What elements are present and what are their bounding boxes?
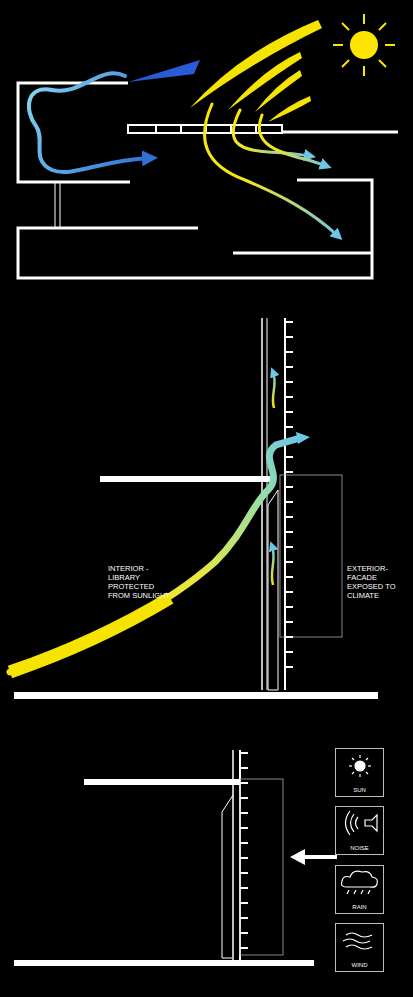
- icon-caption: NOISE: [336, 845, 383, 851]
- icon-caption: WIND: [336, 962, 383, 968]
- climate-icon-box: SUN: [335, 748, 384, 797]
- climate-icon-box: WIND: [335, 923, 384, 972]
- climate-icon-box: RAIN: [335, 865, 384, 914]
- climate-icon-box: NOISE: [335, 806, 384, 855]
- icon-caption: RAIN: [336, 904, 383, 910]
- annotation-label: INTERIOR - LIBRARY PROTECTED FROM SUNLIG…: [108, 564, 174, 600]
- annotation-label: EXTERIOR- FACADE EXPOSED TO CLIMATE: [347, 564, 403, 600]
- icon-caption: SUN: [336, 787, 383, 793]
